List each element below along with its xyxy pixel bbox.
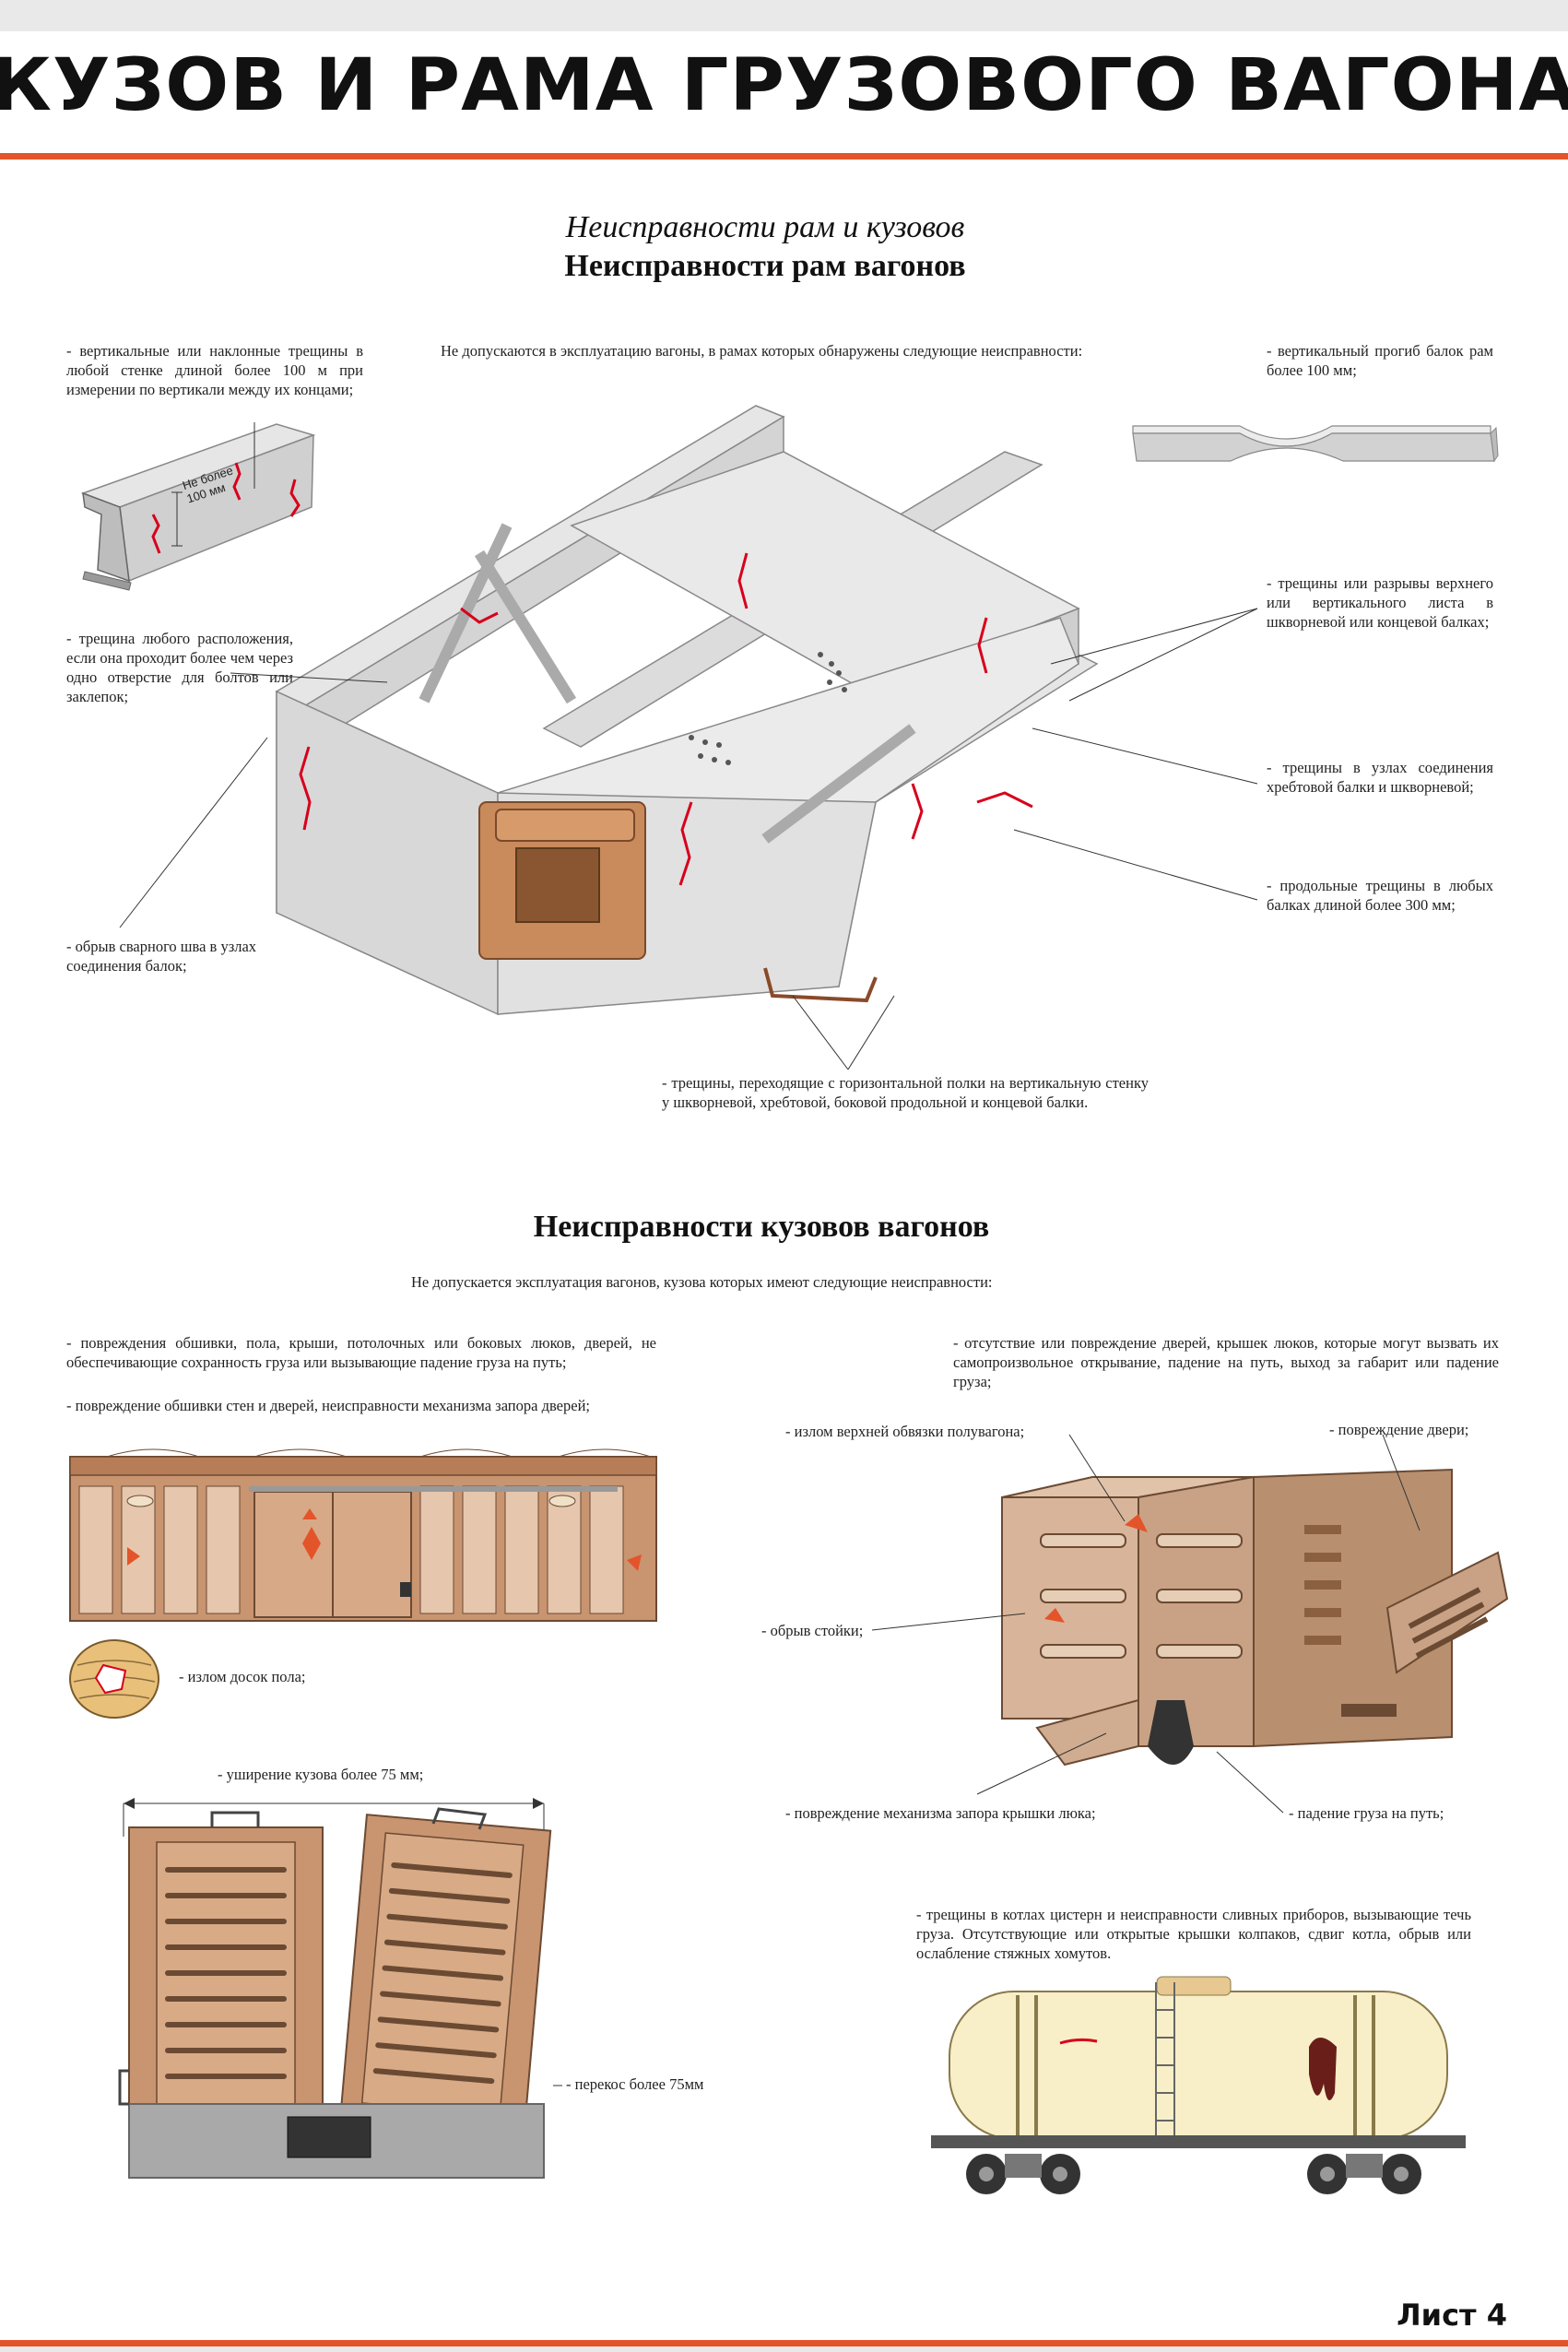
heading-frame-faults: Неисправности рам вагонов <box>564 249 966 283</box>
intro-body-faults: Не допускается эксплуатация вагонов, куз… <box>411 1273 993 1291</box>
callout-tank: - трещины в котлах цистерн и неисправнос… <box>916 1906 1471 1962</box>
gondola-wagon-diagram <box>1001 1468 1509 1767</box>
bottom-gray-band <box>0 2346 1568 2352</box>
callout-cargo-fall: - падение груза на путь; <box>1289 1804 1444 1822</box>
callout-joint-cracks: - трещины в узлах соединения хребтовой б… <box>1267 759 1493 796</box>
callout-long-cracks: - продольные трещины в любых балках длин… <box>1267 877 1493 914</box>
callout-doors-missing: - отсутствие или повреждение дверей, кры… <box>953 1334 1499 1390</box>
callout-skew: - перекос более 75мм <box>566 2075 704 2093</box>
callout-walls: - повреждение обшивки стен и дверей, неи… <box>66 1397 590 1414</box>
callout-post-break: - обрыв стойки; <box>761 1622 864 1639</box>
callout-vertical-cracks: - вертикальные или наклонные трещины в л… <box>66 342 363 398</box>
callout-top-chord: - излом верхней обвязки полувагона; <box>785 1423 1025 1440</box>
callout-flange-cracks: - трещины, переходящие с горизонтальной … <box>662 1074 1149 1111</box>
deflected-beam-diagram <box>1132 425 1499 463</box>
floor-board-break-icon <box>69 1639 159 1719</box>
callout-weld-break: - обрыв сварного шва в узлах соединения … <box>66 938 257 975</box>
heading-body-faults: Неисправности кузовов вагонов <box>533 1210 990 1244</box>
footer-orange-rule <box>0 2340 1568 2346</box>
header-orange-rule <box>0 153 1568 160</box>
beam-crack-diagram <box>80 422 316 591</box>
callout-widening: - уширение кузова более 75 мм; <box>218 1766 424 1783</box>
page-title: КУЗОВ И РАМА ГРУЗОВОГО ВАГОНА <box>0 44 1568 127</box>
callout-sheet-cracks: - трещины или разрывы верхнего или верти… <box>1267 574 1493 631</box>
covered-wagon-side-diagram <box>69 1448 657 1622</box>
callout-floor: - излом досок пола; <box>179 1668 306 1685</box>
callout-hatch-lock: - повреждение механизма запора крышки лю… <box>785 1804 1096 1822</box>
intro-frame-faults: Не допускаются в эксплуатацию вагоны, в … <box>441 342 1083 360</box>
callout-sheathing: - повреждения обшивки, пола, крыши, пото… <box>66 1334 656 1371</box>
callout-door-damage: - повреждение двери; <box>1329 1421 1469 1438</box>
sheet-number: Лист 4 <box>1397 2298 1507 2333</box>
body-skew-diagram <box>118 1798 562 2179</box>
callout-deflection: - вертикальный прогиб балок рам более 10… <box>1267 342 1493 379</box>
tank-car-diagram <box>931 1976 1466 2194</box>
car-frame-diagram <box>275 405 1099 1016</box>
callout-any-crack: - трещина любого расположения, если она … <box>66 630 293 705</box>
subtitle-frames-bodies: Неисправности рам и кузовов <box>565 210 965 244</box>
top-gray-band <box>0 0 1568 31</box>
